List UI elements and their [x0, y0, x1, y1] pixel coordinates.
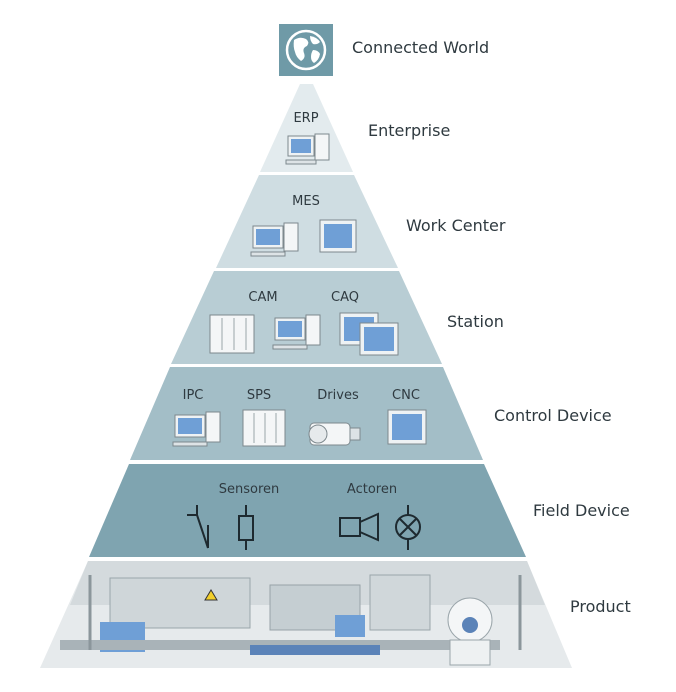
item-label-caq: CAQ	[331, 290, 359, 305]
tier-label-enterprise: Enterprise	[368, 121, 451, 140]
tier-work-center-band	[216, 175, 398, 268]
item-label-sps: SPS	[246, 388, 272, 403]
cam-computer-icon	[272, 314, 321, 350]
tier-label-work-center: Work Center	[406, 216, 506, 235]
cnc-panel-icon	[387, 409, 427, 445]
tier-field-device-band	[89, 464, 526, 557]
tier-label-product: Product	[570, 597, 631, 616]
item-label-drives: Drives	[317, 388, 359, 403]
globe-icon	[279, 24, 333, 76]
tier-label-station: Station	[447, 312, 504, 331]
sensor-switch-symbol-icon	[187, 505, 209, 549]
tier-enterprise-band	[260, 84, 353, 172]
sps-cabinet-icon	[242, 409, 286, 447]
item-label-erp: ERP	[293, 111, 319, 126]
item-label-mes: MES	[292, 194, 320, 209]
mes-computer-icon	[250, 222, 299, 257]
mes-panel-icon	[319, 219, 357, 253]
drives-motor-icon	[308, 422, 361, 446]
item-label-sensoren: Sensoren	[218, 482, 280, 497]
actor-lamp-symbol-icon	[395, 505, 421, 550]
tier-label-field-device: Field Device	[533, 501, 630, 520]
factory-scene-image	[40, 561, 572, 668]
item-label-cnc: CNC	[392, 388, 420, 403]
sensor-resistor-symbol-icon	[238, 505, 254, 550]
item-label-actoren: Actoren	[346, 482, 398, 497]
connected-world-label: Connected World	[352, 38, 490, 57]
tier-label-control-device: Control Device	[494, 406, 612, 425]
ipc-computer-icon	[172, 411, 221, 447]
item-label-cam: CAM	[248, 290, 278, 305]
cam-cabinet-icon	[209, 314, 255, 354]
actor-horn-symbol-icon	[339, 512, 379, 542]
caq-panel-icon	[339, 312, 399, 356]
erp-computer-icon	[285, 133, 330, 165]
item-label-ipc: IPC	[182, 388, 204, 403]
